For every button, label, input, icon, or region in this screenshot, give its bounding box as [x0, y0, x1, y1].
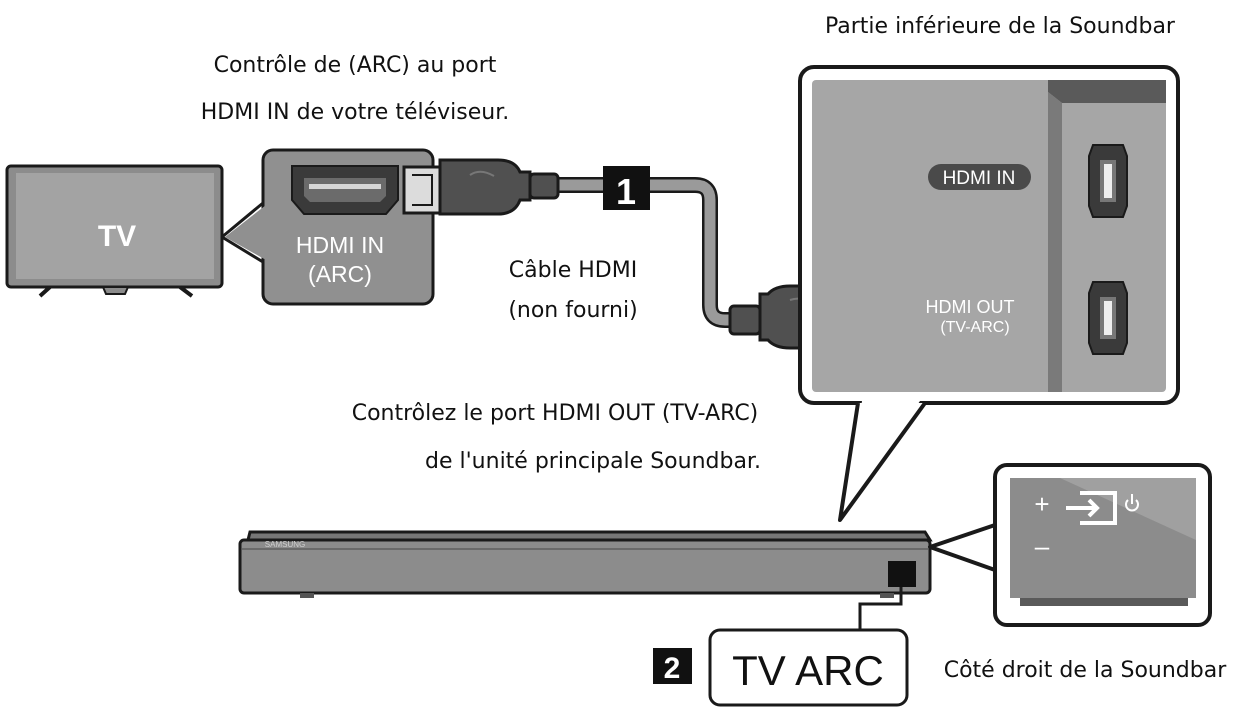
hdmi-plug-left-icon: [402, 158, 560, 216]
source-input-icon: [1066, 491, 1117, 525]
power-icon: [1125, 494, 1139, 512]
hdmi-cable: [547, 177, 768, 328]
step-2-marker: 2: [653, 648, 692, 685]
tv-illustration: TV: [5, 164, 224, 298]
panel-hdmi-in-label: HDMI IN: [943, 168, 1016, 189]
caption-tv-port-line1: Contrôle de (ARC) au port: [214, 53, 497, 78]
tv-arc-label-box: [708, 628, 909, 707]
caption-cable-line1: Câble HDMI: [509, 258, 637, 283]
tv-arc-label: TV ARC: [732, 647, 884, 694]
tv-label: TV: [98, 220, 136, 253]
step-1-number: 1: [616, 171, 636, 212]
hdmi-in-port-icon: [291, 165, 399, 215]
side-panel-minus: –: [1035, 531, 1050, 561]
caption-soundbar-port-line1: Contrôlez le port HDMI OUT (TV-ARC): [352, 401, 759, 426]
soundbar-main-unit: SAMSUNG: [238, 530, 933, 598]
caption-cable-line2: (non fourni): [508, 298, 637, 323]
side-panel-plus: +: [1034, 489, 1049, 519]
tv-port-label-line1: HDMI IN: [296, 232, 384, 258]
step-1-marker: 1: [603, 166, 650, 212]
panel-hdmi-out-label-line2: (TV-ARC): [940, 319, 1009, 336]
soundbar-bottom-panel: HDMI IN HDMI OUT (TV-ARC): [798, 65, 1180, 405]
step-2-number: 2: [664, 652, 681, 685]
caption-tv-port-line2: HDMI IN de votre téléviseur.: [201, 100, 509, 125]
soundbar-right-side-panel: + –: [993, 463, 1212, 627]
caption-soundbar-bottom: Partie inférieure de la Soundbar: [825, 14, 1176, 39]
panel-hdmi-out-label-line1: HDMI OUT: [926, 297, 1015, 317]
tv-port-label-line2: (ARC): [308, 261, 372, 287]
hdmi-out-jack-icon: [1088, 281, 1128, 355]
caption-soundbar-port-line2: de l'unité principale Soundbar.: [425, 449, 761, 474]
caption-right-side: Côté droit de la Soundbar: [944, 658, 1227, 683]
soundbar-brand-logo: SAMSUNG: [265, 540, 305, 549]
tv-port-callout: HDMI IN (ARC): [220, 148, 435, 306]
hdmi-in-jack-icon: [1088, 144, 1128, 218]
tv-arc-port-marker: [888, 561, 916, 587]
